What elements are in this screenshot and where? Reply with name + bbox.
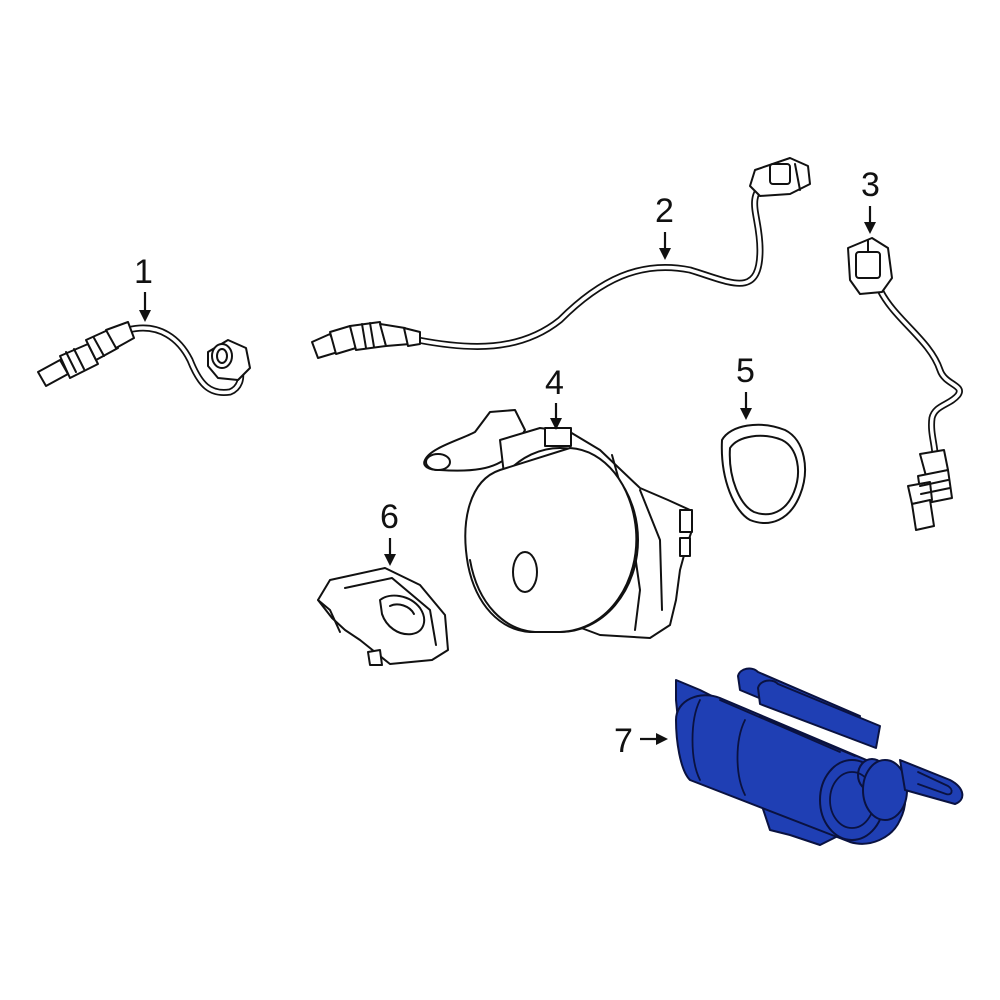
part-5-gasket[interactable] <box>720 423 806 524</box>
callout-6: 6 <box>380 498 399 566</box>
part-7-canister[interactable] <box>675 667 964 846</box>
callout-3: 3 <box>861 166 880 234</box>
part-2-oxygen-sensor[interactable] <box>311 157 811 359</box>
callout-4-label: 4 <box>545 364 564 402</box>
callout-3-label: 3 <box>861 166 880 204</box>
part-3-oxygen-sensor[interactable] <box>847 237 963 531</box>
callout-2-label: 2 <box>655 192 674 230</box>
part-1-oxygen-sensor[interactable] <box>37 321 251 397</box>
callout-4: 4 <box>545 364 564 430</box>
callout-2: 2 <box>655 192 674 260</box>
callout-1-label: 1 <box>134 253 153 291</box>
part-4-pump-assembly[interactable] <box>423 409 693 639</box>
callout-7: 7 <box>614 722 668 760</box>
callout-7-label: 7 <box>614 722 633 760</box>
callout-1: 1 <box>134 253 153 322</box>
part-6-bracket[interactable] <box>317 567 449 666</box>
callout-6-label: 6 <box>380 498 399 536</box>
callout-5: 5 <box>736 352 755 420</box>
callout-5-label: 5 <box>736 352 755 390</box>
